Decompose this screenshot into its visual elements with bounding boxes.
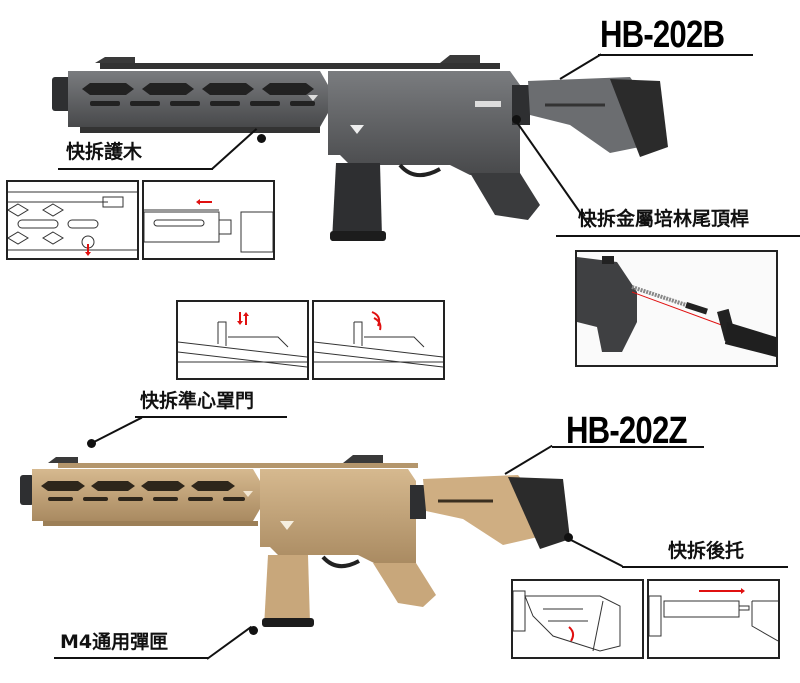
buffer-tube-photo [575, 250, 778, 367]
callout-stock: 快拆後托 [668, 540, 745, 562]
title-underline [598, 54, 753, 56]
callout-underline [556, 235, 800, 237]
callout-handguard: 快拆護木 [66, 141, 143, 163]
callout-sight-cover: 快拆準心罩門 [140, 390, 255, 412]
callout-underline [135, 416, 287, 418]
callout-underline [622, 566, 788, 568]
callout-underline [54, 657, 208, 659]
callout-underline [58, 168, 213, 170]
callout-dot [564, 533, 573, 542]
handguard-step1-diagram [6, 180, 139, 260]
callout-dot [512, 115, 521, 124]
callout-leader-line [91, 416, 143, 444]
callout-dot [249, 626, 258, 635]
stock-step2-diagram [647, 579, 780, 659]
callout-dot [257, 134, 266, 143]
model-title-hb-202b: HB-202B [600, 14, 725, 56]
callout-buffer-tube: 快拆金屬培林尾頂桿 [578, 208, 750, 230]
sight-step2-diagram [312, 300, 445, 380]
callout-magazine: M4通用彈匣 [60, 631, 169, 653]
rifle-hb-202z-image [18, 455, 598, 635]
title-underline [552, 446, 704, 448]
stock-step1-diagram [511, 579, 644, 659]
sight-step1-diagram [176, 300, 309, 380]
handguard-step2-diagram [142, 180, 275, 260]
rifle-hb-202b-image [50, 55, 670, 255]
model-title-hb-202z: HB-202Z [566, 410, 687, 452]
callout-dot [87, 439, 96, 448]
